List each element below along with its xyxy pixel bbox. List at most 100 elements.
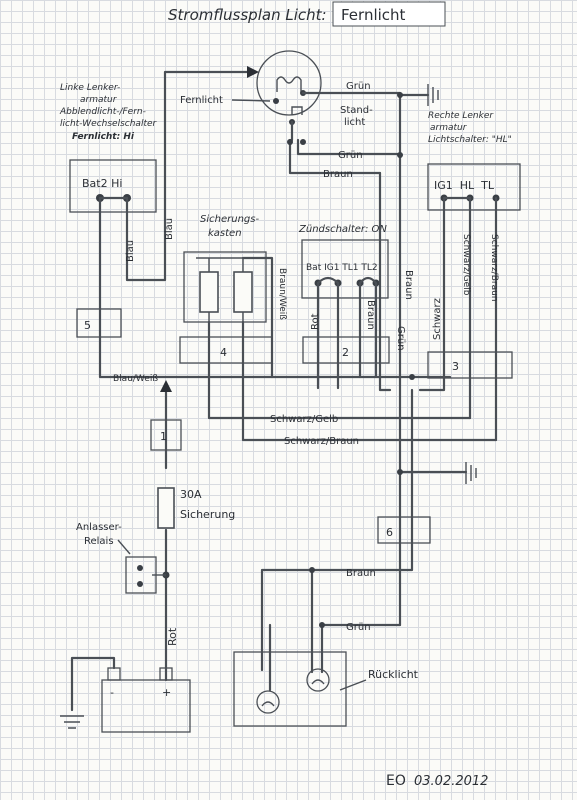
fuse-box	[183, 251, 267, 323]
schwarz-gelb-right-label: Schwarz/Gelb	[461, 234, 471, 296]
battery-ground-wire	[70, 656, 116, 712]
fernlicht-arrow-wire	[163, 70, 257, 202]
gruen-vertical-label: Grün	[395, 326, 406, 351]
fernlicht-arrowhead	[247, 66, 259, 78]
braun-mid-label: Braun	[323, 169, 353, 180]
fuse-links	[196, 257, 256, 322]
standlicht-filament	[291, 106, 303, 115]
fuse-box-caption: Sicherungs- kasten	[200, 214, 262, 239]
junction-standlicht-b	[300, 139, 306, 145]
junction-gruen-top	[397, 92, 403, 98]
title-mode-box	[332, 1, 446, 27]
junction-standlicht-a	[287, 139, 293, 145]
gruen-top-label: Grün	[346, 81, 371, 92]
fernlicht-pointer	[231, 99, 271, 102]
braun-ignition-label: Braun	[365, 300, 376, 330]
ignition-internal	[316, 276, 378, 285]
braun-bus-wire	[378, 171, 392, 392]
connector-6	[377, 516, 431, 544]
taillight-box	[233, 651, 347, 727]
fuse-a	[199, 271, 219, 313]
schwarz-label: Schwarz	[432, 298, 443, 340]
starter-relay-pin-a	[137, 565, 143, 571]
right-switch-caption: Rechte Lenker armatur Lichtschalter: "HL…	[428, 111, 512, 145]
connector-4	[179, 336, 273, 364]
junction-blau-weiss	[409, 374, 415, 380]
starter-relay-pointer	[117, 539, 131, 555]
connector-6-label: 6	[386, 526, 393, 539]
gruen-mid-label: Grün	[338, 150, 363, 161]
taillight-tap-wires	[268, 568, 314, 692]
blau-weiss-wire	[98, 196, 452, 379]
taillight-pointer	[339, 679, 367, 691]
taillight-bulb-b	[306, 668, 330, 692]
schwarz-gelb-label: Schwarz/Gelb	[270, 414, 338, 425]
blau-left-label: Blau	[125, 240, 136, 262]
standlicht-label: Stand- licht	[340, 105, 376, 128]
headlamp-symbol	[256, 50, 322, 116]
main-feed-arrow	[160, 380, 172, 392]
starter-relay-caption: Anlasser- Relais	[76, 522, 125, 547]
battery-minus-post	[107, 667, 121, 681]
battery-box	[101, 679, 191, 733]
main-fuse-symbol	[157, 487, 175, 529]
gruen-bottom-label: Grün	[346, 622, 371, 633]
headlamp-ground-wire	[301, 91, 430, 97]
connector-5	[76, 308, 122, 338]
diagram-title: Stromflussplan Licht:	[168, 6, 327, 24]
junction-ground-bottom	[397, 469, 403, 475]
braun-bottom-label: Braun	[346, 568, 376, 579]
connector-4-label: 4	[220, 346, 227, 359]
schwarz-braun-right-label: Schwarz/Braun	[489, 234, 499, 302]
blau-wire	[125, 196, 167, 282]
junction-taillight-braun	[309, 567, 315, 573]
rot-ignition-label: Rot	[310, 313, 321, 330]
connector-3-label: 3	[452, 360, 459, 373]
signature-initials: EO	[386, 773, 406, 789]
battery-plus-post	[159, 667, 173, 681]
junction-taillight-gruen	[319, 622, 325, 628]
left-switch-box	[69, 159, 157, 213]
ignition-wires	[316, 281, 378, 390]
taillight-bulb-a	[256, 690, 280, 714]
starter-relay-box	[125, 556, 157, 594]
fernlicht-label: Fernlicht	[180, 95, 223, 106]
taillight-label: Rücklicht	[368, 668, 419, 681]
connector-3	[427, 351, 513, 379]
ignition-caption: Zündschalter: ON	[298, 224, 387, 235]
main-fuse-label: Sicherung	[180, 508, 235, 521]
ignition-box	[301, 239, 389, 299]
headlamp-filament	[276, 76, 302, 92]
battery-minus-sign: -	[110, 686, 114, 699]
connector-2	[302, 336, 390, 364]
standlicht-wire	[288, 120, 402, 175]
headlamp-pin-hi	[273, 98, 279, 104]
title-mode: Fernlicht	[341, 6, 406, 24]
left-switch-caption: Linke Lenker- armatur Abblendlicht-/Fern…	[59, 83, 159, 142]
schwarz-braun-label: Schwarz/Braun	[284, 436, 359, 447]
rot-label: Rot	[166, 627, 179, 646]
ground-symbol-bottom	[465, 462, 477, 484]
blau-right-label: Blau	[164, 218, 175, 240]
blau-weiss-label: Blau/Weiß	[113, 374, 158, 384]
fuse-b	[233, 271, 253, 313]
taillight-braun-wire	[260, 388, 414, 672]
right-switch-box	[427, 163, 521, 211]
ground-symbol-top	[427, 84, 439, 106]
braun-vertical-label: Braun	[403, 270, 414, 300]
taillight-filaments	[261, 679, 325, 707]
connector-1	[150, 419, 182, 451]
connector-2-label: 2	[342, 346, 349, 359]
starter-relay-pin-b	[137, 581, 143, 587]
main-fuse-rating: 30A	[180, 488, 202, 501]
ignition-terminals: Bat IG1 TL1 TL2	[306, 263, 378, 273]
battery-plus-sign: +	[162, 686, 171, 699]
right-switch-terminals: IG1 HL TL	[434, 179, 495, 192]
signature-date: 03.02.2012	[414, 774, 488, 789]
connector-5-label: 5	[84, 319, 91, 332]
right-switch-wires	[418, 196, 498, 442]
fuse-out-wires	[207, 320, 498, 442]
connector-1-label: 1	[160, 430, 167, 443]
left-switch-terminals: Bat2 Hi	[82, 177, 122, 190]
